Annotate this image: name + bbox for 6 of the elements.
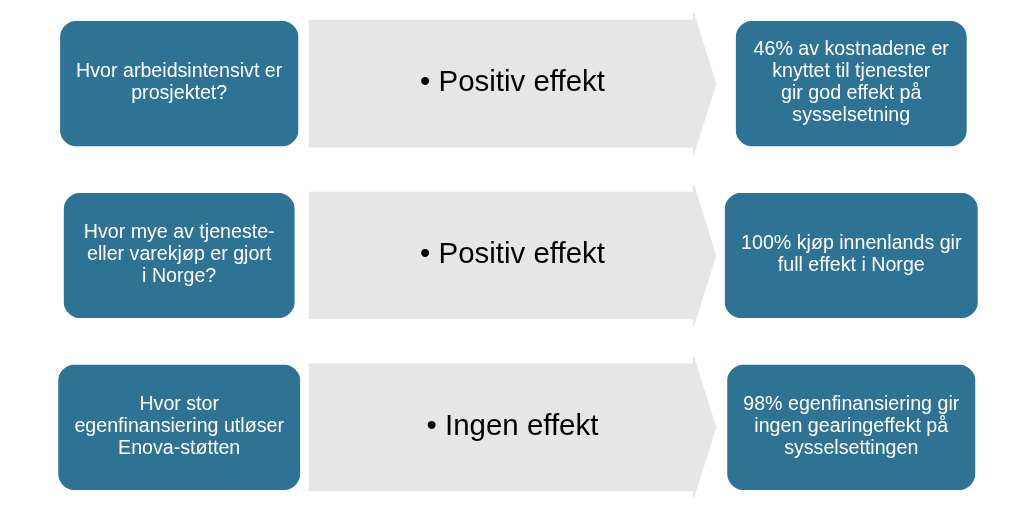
node-box: Hvor stor egenfinansiering utløser Enova-støtten bbox=[58, 364, 301, 490]
node-box: 100% kjøp innenlands gir full effekt i Norge bbox=[724, 192, 978, 319]
node-box: 46% av kostnadene er knyttet til tjenester gir god effekt på sysselsetning bbox=[735, 21, 967, 147]
node-box: Hvor arbeidsintensivt er prosjektet? bbox=[60, 21, 299, 147]
node-box: 98% egenfinansiering gir ingen gearingeffekt på sysselsettingen bbox=[727, 364, 976, 490]
node-box: Hvor mye av tjeneste- eller varekjøp er gjort i Norge? bbox=[63, 192, 295, 319]
